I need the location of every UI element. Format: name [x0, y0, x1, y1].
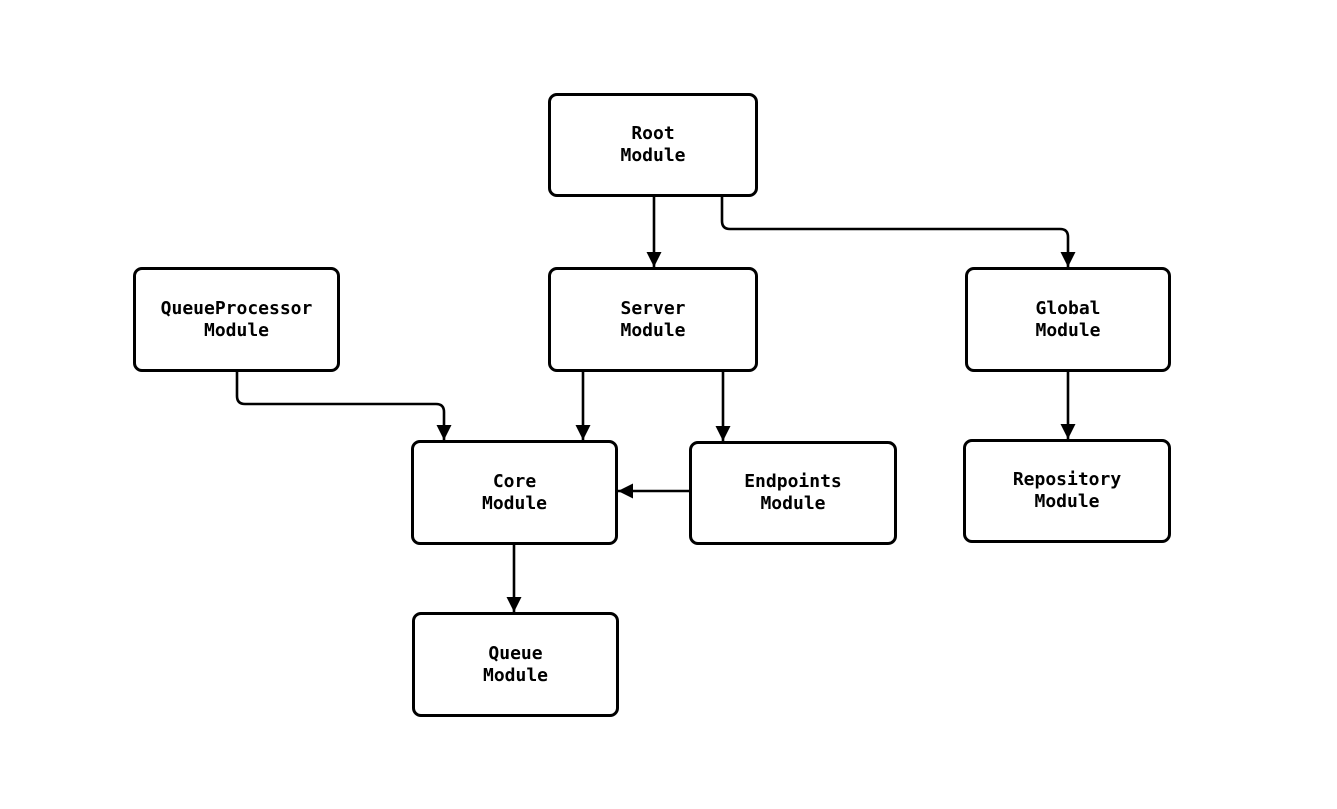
edge-root-to-global [720, 197, 1076, 267]
node-core-module: Core Module [411, 440, 618, 545]
node-global-module: Global Module [965, 267, 1171, 372]
edge-queueprocessor-to-core [235, 372, 452, 440]
node-queue-module: Queue Module [412, 612, 619, 717]
node-endpoints-module: Endpoints Module [689, 441, 897, 545]
node-repository-module: Repository Module [963, 439, 1171, 543]
node-server-module: Server Module [548, 267, 758, 372]
node-root-module: Root Module [548, 93, 758, 197]
node-queueprocessor-module: QueueProcessor Module [133, 267, 340, 372]
